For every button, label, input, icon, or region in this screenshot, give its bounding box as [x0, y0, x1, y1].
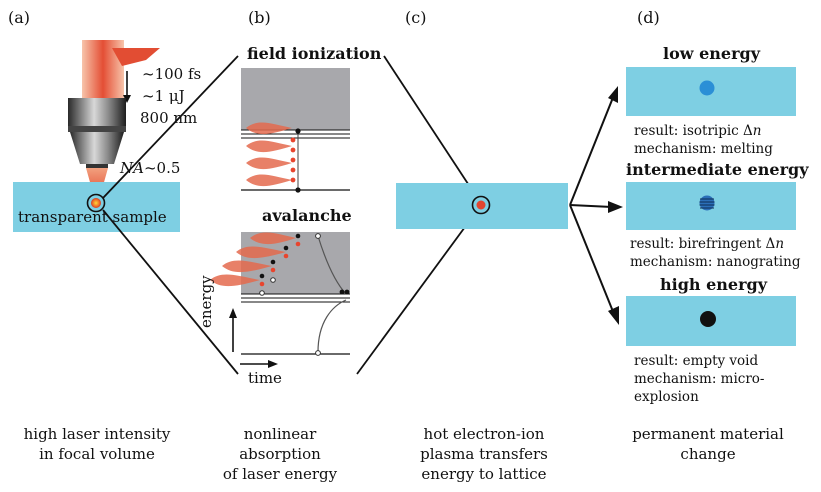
- objective-lens-icon: [68, 98, 126, 168]
- caption-c-line-1: hot electron-ion: [423, 425, 545, 443]
- caption-a: high laser intensity in focal volume: [0, 424, 194, 464]
- pulse-energy-label: ~1 μJ: [142, 87, 185, 105]
- intermediate-energy-result: result: birefringent Δn: [630, 236, 785, 252]
- sample-label: transparent sample: [18, 208, 167, 226]
- pulse-shape-icon: [112, 48, 160, 66]
- panel-letter-a: (a): [8, 8, 31, 27]
- caption-d-line-1: permanent material: [632, 425, 784, 443]
- high-energy-result: result: empty void: [634, 353, 759, 369]
- time-axis-label: time: [248, 369, 282, 387]
- caption-d: permanent material change: [620, 424, 796, 464]
- panel-d-graphics: [569, 67, 796, 346]
- isotropic-spot: [699, 80, 715, 96]
- caption-c-line-3: energy to lattice: [421, 465, 547, 483]
- photon-packets-top: [246, 122, 292, 187]
- plasma-ring: [471, 195, 491, 215]
- caption-d-line-2: change: [680, 445, 736, 463]
- panel-a-graphics: [13, 40, 239, 375]
- panel-letter-b: (b): [248, 8, 271, 27]
- intermediate-energy-title: intermediate energy: [626, 160, 809, 179]
- arrow-intermediate-energy: [608, 201, 623, 213]
- panel-letter-d: (d): [637, 8, 660, 27]
- low-energy-title: low energy: [663, 44, 760, 63]
- energy-axis-label: energy: [197, 275, 215, 328]
- low-energy-result: result: isotripic Δn: [634, 123, 762, 139]
- caption-b-line-2: absorption: [239, 445, 321, 463]
- zoom-line-b-c-top: [383, 55, 477, 197]
- photon-packets-bottom: [210, 232, 296, 287]
- focal-volume: [91, 198, 101, 208]
- caption-b: nonlinear absorption of laser energy: [210, 424, 350, 484]
- caption-c: hot electron-ion plasma transfers energy…: [400, 424, 568, 484]
- panel-letter-c: (c): [405, 8, 427, 27]
- zoom-line-b-c-bottom: [356, 211, 477, 375]
- panel-c-graphics: [356, 55, 568, 375]
- caption-a-line-2: in focal volume: [39, 445, 155, 463]
- caption-b-line-3: of laser energy: [222, 465, 338, 483]
- caption-a-line-1: high laser intensity: [23, 425, 171, 443]
- conduction-band-top: [241, 68, 350, 130]
- void-spot: [700, 311, 716, 327]
- focal-volume-ring: [86, 193, 106, 213]
- avalanche-electrons: [259, 233, 301, 296]
- high-energy-mechanism: mechanism: micro-: [634, 371, 765, 387]
- arrow-low-energy: [608, 86, 618, 103]
- pulse-duration-label: ~100 fs: [142, 65, 202, 83]
- plasma-spot: [476, 200, 486, 210]
- low-energy-mechanism: mechanism: melting: [634, 141, 773, 157]
- zoom-line-a-b-bottom: [102, 209, 239, 375]
- panel-b-graphics: [210, 68, 350, 368]
- wavelength-label: 800 nm: [140, 109, 198, 127]
- caption-b-line-1: nonlinear: [243, 425, 317, 443]
- numerical-aperture-label: NA~0.5: [120, 159, 181, 177]
- intermediate-energy-mechanism: mechanism: nanograting: [630, 254, 801, 270]
- high-energy-title: high energy: [660, 275, 768, 294]
- avalanche-title: avalanche: [262, 206, 352, 225]
- arrow-high-energy: [608, 306, 619, 325]
- zoom-line-a-b-top: [102, 55, 239, 199]
- high-energy-mechanism-cont: explosion: [634, 389, 699, 405]
- field-ionization-title: field ionization: [247, 44, 382, 63]
- caption-c-line-2: plasma transfers: [420, 445, 548, 463]
